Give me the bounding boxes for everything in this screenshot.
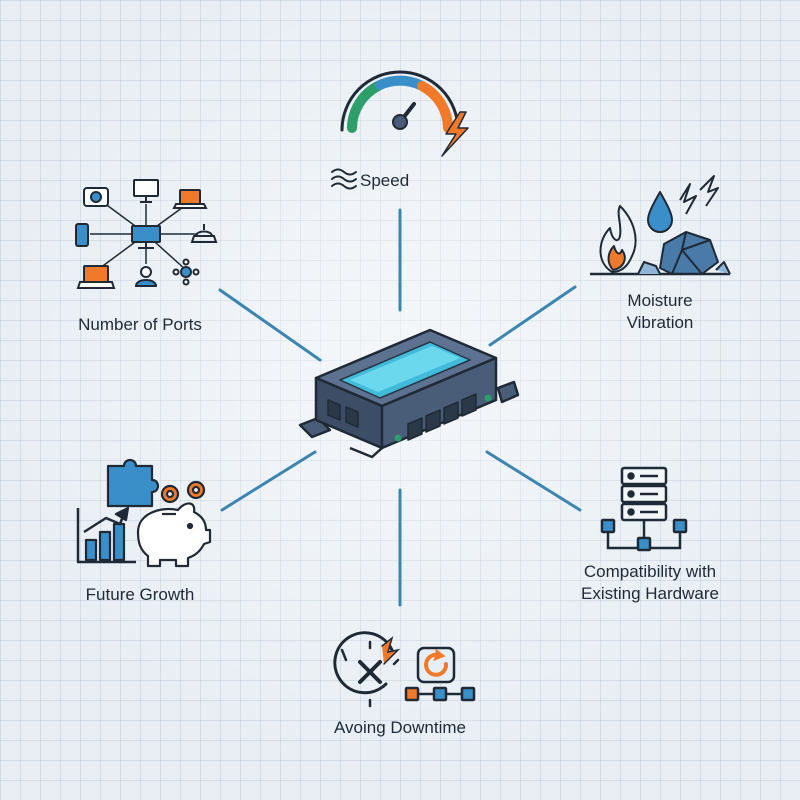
label-avoiding-downtime-text: Avoing Downtime (334, 718, 466, 737)
fire-water-lightning-rock-icon (590, 175, 731, 276)
network-switch-icon (298, 328, 520, 459)
connector-future-growth (220, 450, 317, 512)
label-vibration-text: Vibration (626, 313, 694, 332)
label-number-of-ports: Number of Ports (55, 314, 225, 336)
connector-lines (218, 208, 582, 607)
clock-failure-restore-icon (333, 631, 476, 708)
label-compatibility-line1: Compatibility with (583, 562, 717, 581)
server-rack-icon (600, 466, 688, 552)
label-avoiding-downtime: Avoing Downtime (300, 717, 500, 739)
connector-number-of-ports (218, 288, 322, 362)
label-speed: Speed (360, 170, 450, 192)
label-speed-text: Speed (360, 171, 410, 190)
label-compatibility-line2: Existing Hardware (581, 584, 719, 603)
label-future-growth-text: Future Growth (85, 585, 195, 604)
connector-moisture-vibration (488, 285, 577, 347)
label-future-growth: Future Growth (60, 584, 220, 606)
label-compatibility: Compatibility with Existing Hardware (555, 561, 745, 605)
connector-compatibility (485, 450, 582, 512)
connected-devices-icon (75, 179, 218, 289)
growth-chart-piggy-bank-icon (76, 458, 212, 568)
label-moisture-vibration: Moisture Vibration (580, 290, 740, 334)
speedometer-icon (331, 70, 469, 190)
label-number-of-ports-text: Number of Ports (78, 315, 202, 334)
label-moisture-text: Moisture (627, 291, 693, 310)
